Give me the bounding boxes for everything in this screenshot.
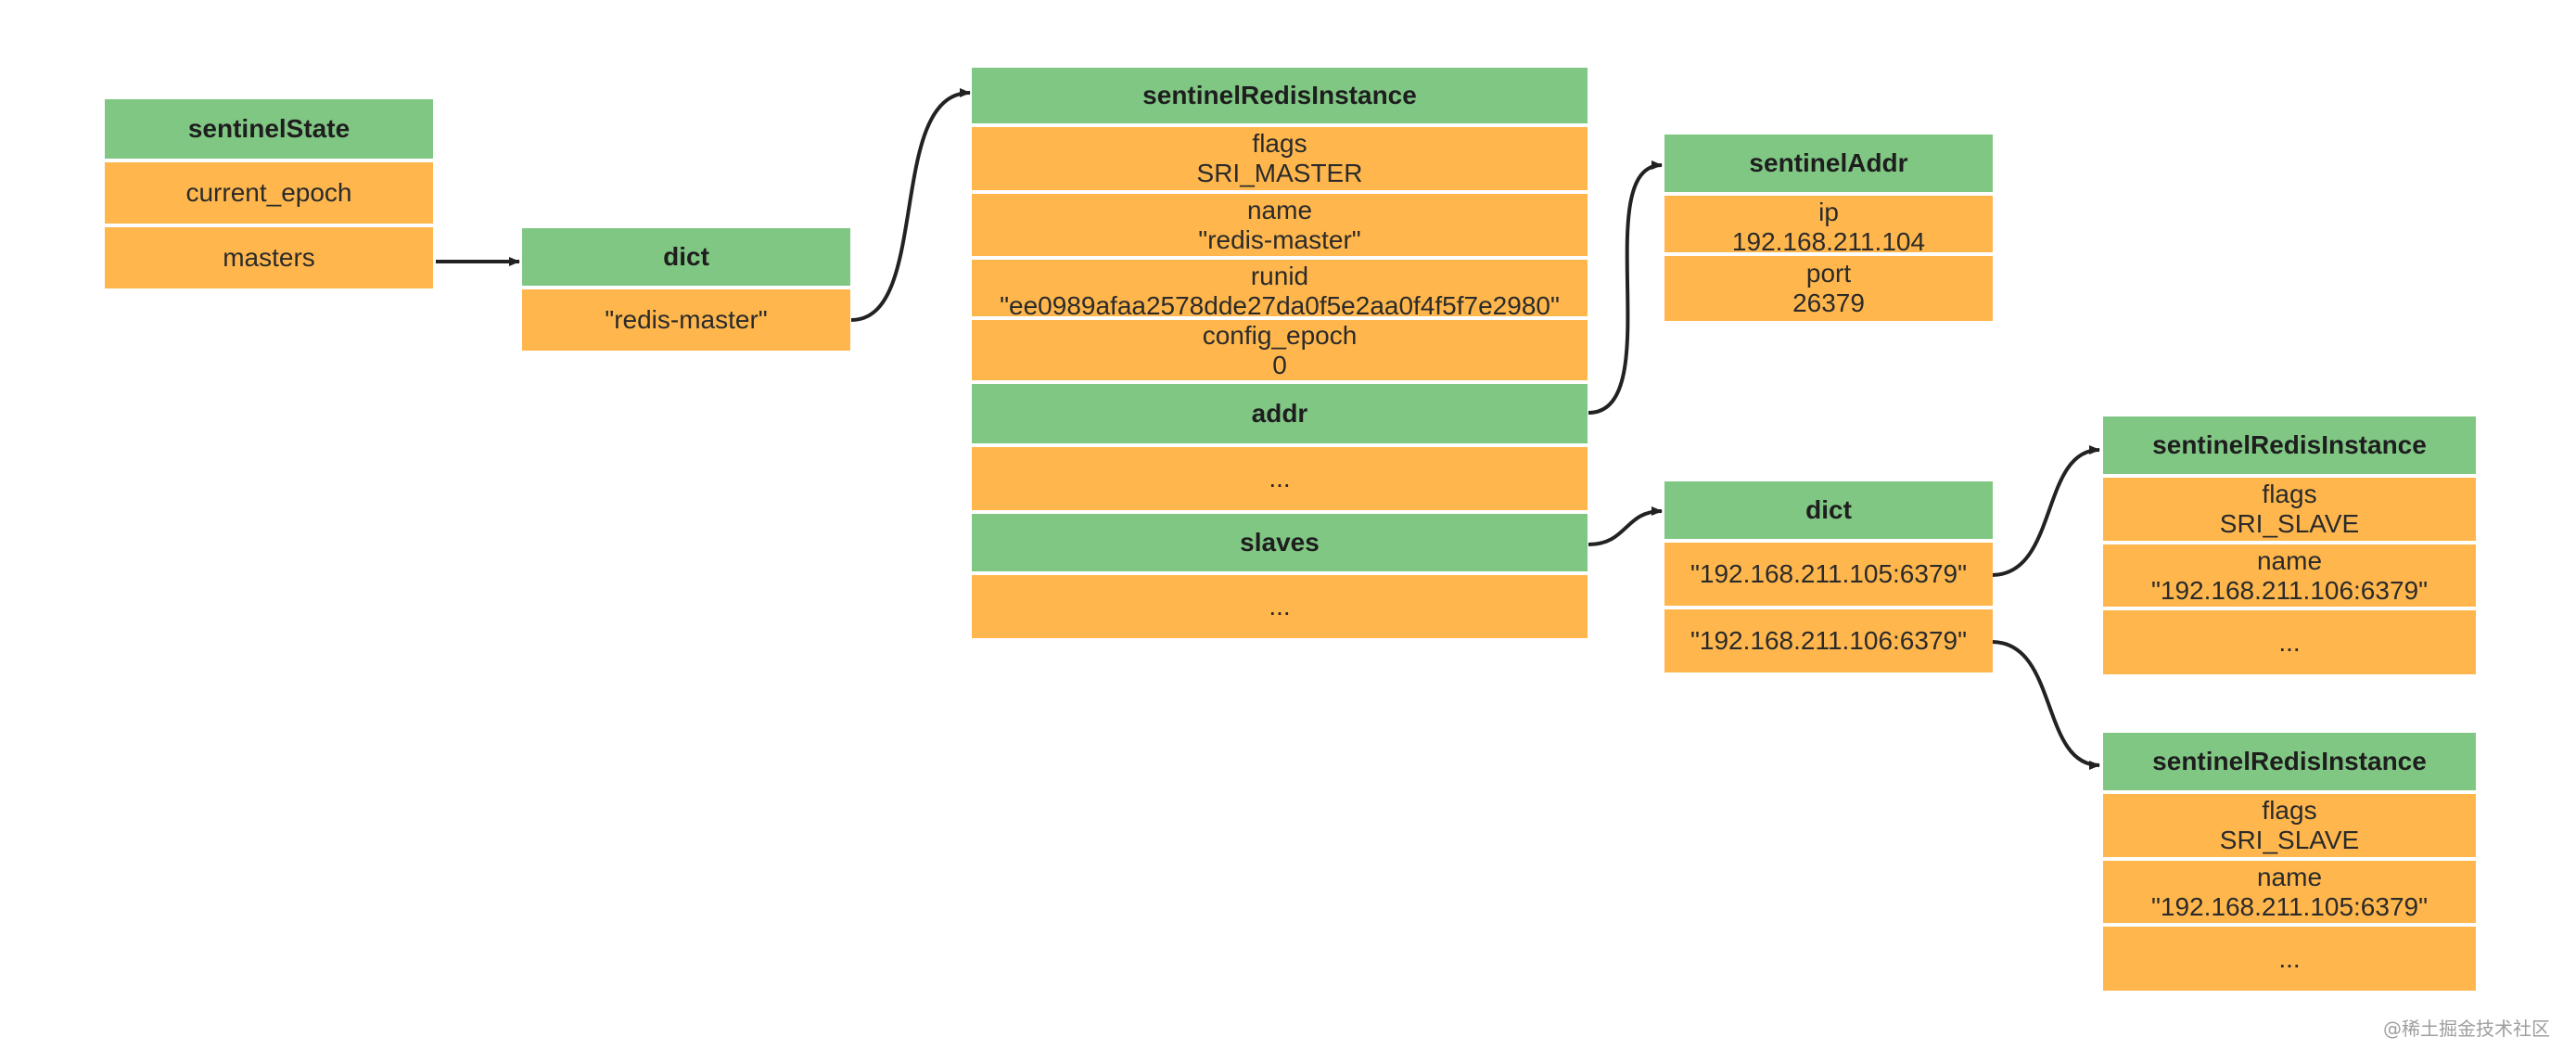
connector-slaves-to-dict: [1588, 506, 1663, 546]
master-slaves-field: slaves: [972, 514, 1588, 575]
master-config-epoch-value: 0: [1272, 350, 1287, 379]
master-ellipsis-1: ...: [972, 447, 1588, 514]
master-flags-value: SRI_MASTER: [1196, 159, 1363, 187]
sentinel-addr-box: sentinelAddr ip 192.168.211.104 port 263…: [1664, 134, 1993, 321]
slave-2-flags-label: flags: [2262, 796, 2317, 825]
slave-2-name-field: name "192.168.211.105:6379": [2103, 861, 2476, 927]
sentinel-addr-port-field: port 26379: [1664, 256, 1993, 321]
connector-addr-to-sentinel-addr: [1588, 160, 1663, 415]
sentinel-addr-ip-field: ip 192.168.211.104: [1664, 196, 1993, 256]
current-epoch-field: current_epoch: [105, 162, 433, 227]
slave-1-flags-value: SRI_SLAVE: [2219, 509, 2360, 538]
connector-slave-key-1-to-instance: [1991, 445, 2100, 577]
sentinel-state-title: sentinelState: [105, 99, 433, 162]
slave-1-ellipsis: ...: [2103, 610, 2476, 674]
master-runid-value: "ee0989afaa2578dde27da0f5e2aa0f4f5f7e298…: [1000, 291, 1560, 320]
master-dict-box: dict "redis-master": [522, 228, 850, 351]
master-flags-field: flags SRI_MASTER: [972, 127, 1588, 194]
slave-instance-1-box: sentinelRedisInstance flags SRI_SLAVE na…: [2103, 416, 2476, 674]
slave-1-flags-label: flags: [2262, 480, 2317, 508]
slave-instance-2-box: sentinelRedisInstance flags SRI_SLAVE na…: [2103, 733, 2476, 991]
master-instance-title: sentinelRedisInstance: [972, 68, 1588, 127]
master-instance-box: sentinelRedisInstance flags SRI_MASTER n…: [972, 68, 1588, 638]
slave-2-name-label: name: [2256, 862, 2323, 891]
watermark: @稀土掘金技术社区: [2383, 1018, 2550, 1040]
master-runid-field: runid "ee0989afaa2578dde27da0f5e2aa0f4f5…: [972, 260, 1588, 320]
master-ellipsis-2: ...: [972, 575, 1588, 638]
masters-field: masters: [105, 227, 433, 288]
connector-slave-key-2-to-instance: [1991, 640, 2100, 770]
slave-1-name-field: name "192.168.211.106:6379": [2103, 544, 2476, 610]
master-config-epoch-label: config_epoch: [1202, 320, 1358, 350]
slave-2-ellipsis: ...: [2103, 927, 2476, 991]
slaves-dict-box: dict "192.168.211.105:6379" "192.168.211…: [1664, 481, 1993, 672]
slave-2-flags-value: SRI_SLAVE: [2219, 826, 2360, 854]
connector-dict-to-master-instance: [850, 88, 971, 322]
master-dict-key: "redis-master": [522, 289, 850, 351]
master-name-label: name: [1246, 195, 1313, 224]
master-dict-title: dict: [522, 228, 850, 289]
master-config-epoch-field: config_epoch 0: [972, 320, 1588, 384]
slave-instance-2-title: sentinelRedisInstance: [2103, 733, 2476, 794]
slave-2-flags-field: flags SRI_SLAVE: [2103, 794, 2476, 861]
sentinel-addr-title: sentinelAddr: [1664, 134, 1993, 196]
sentinel-state-box: sentinelState current_epoch masters: [105, 99, 433, 288]
slave-instance-1-title: sentinelRedisInstance: [2103, 416, 2476, 478]
slave-1-flags-field: flags SRI_SLAVE: [2103, 478, 2476, 544]
master-name-field: name "redis-master": [972, 194, 1588, 260]
master-runid-label: runid: [1250, 262, 1309, 290]
slaves-dict-title: dict: [1664, 481, 1993, 543]
master-name-value: "redis-master": [1198, 224, 1361, 254]
sentinel-addr-port-value: 26379: [1792, 288, 1865, 317]
slave-1-name-label: name: [2256, 545, 2323, 575]
master-addr-field: addr: [972, 384, 1588, 447]
sentinel-addr-ip-value: 192.168.211.104: [1731, 227, 1926, 256]
slaves-dict-key-2: "192.168.211.106:6379": [1664, 609, 1993, 672]
slave-1-name-value: "192.168.211.106:6379": [2150, 575, 2429, 605]
sentinel-addr-port-label: port: [1805, 259, 1852, 288]
sentinel-addr-ip-label: ip: [1818, 198, 1839, 226]
slave-2-name-value: "192.168.211.105:6379": [2150, 891, 2429, 921]
master-flags-label: flags: [1252, 129, 1307, 158]
slaves-dict-key-1: "192.168.211.105:6379": [1664, 543, 1993, 609]
